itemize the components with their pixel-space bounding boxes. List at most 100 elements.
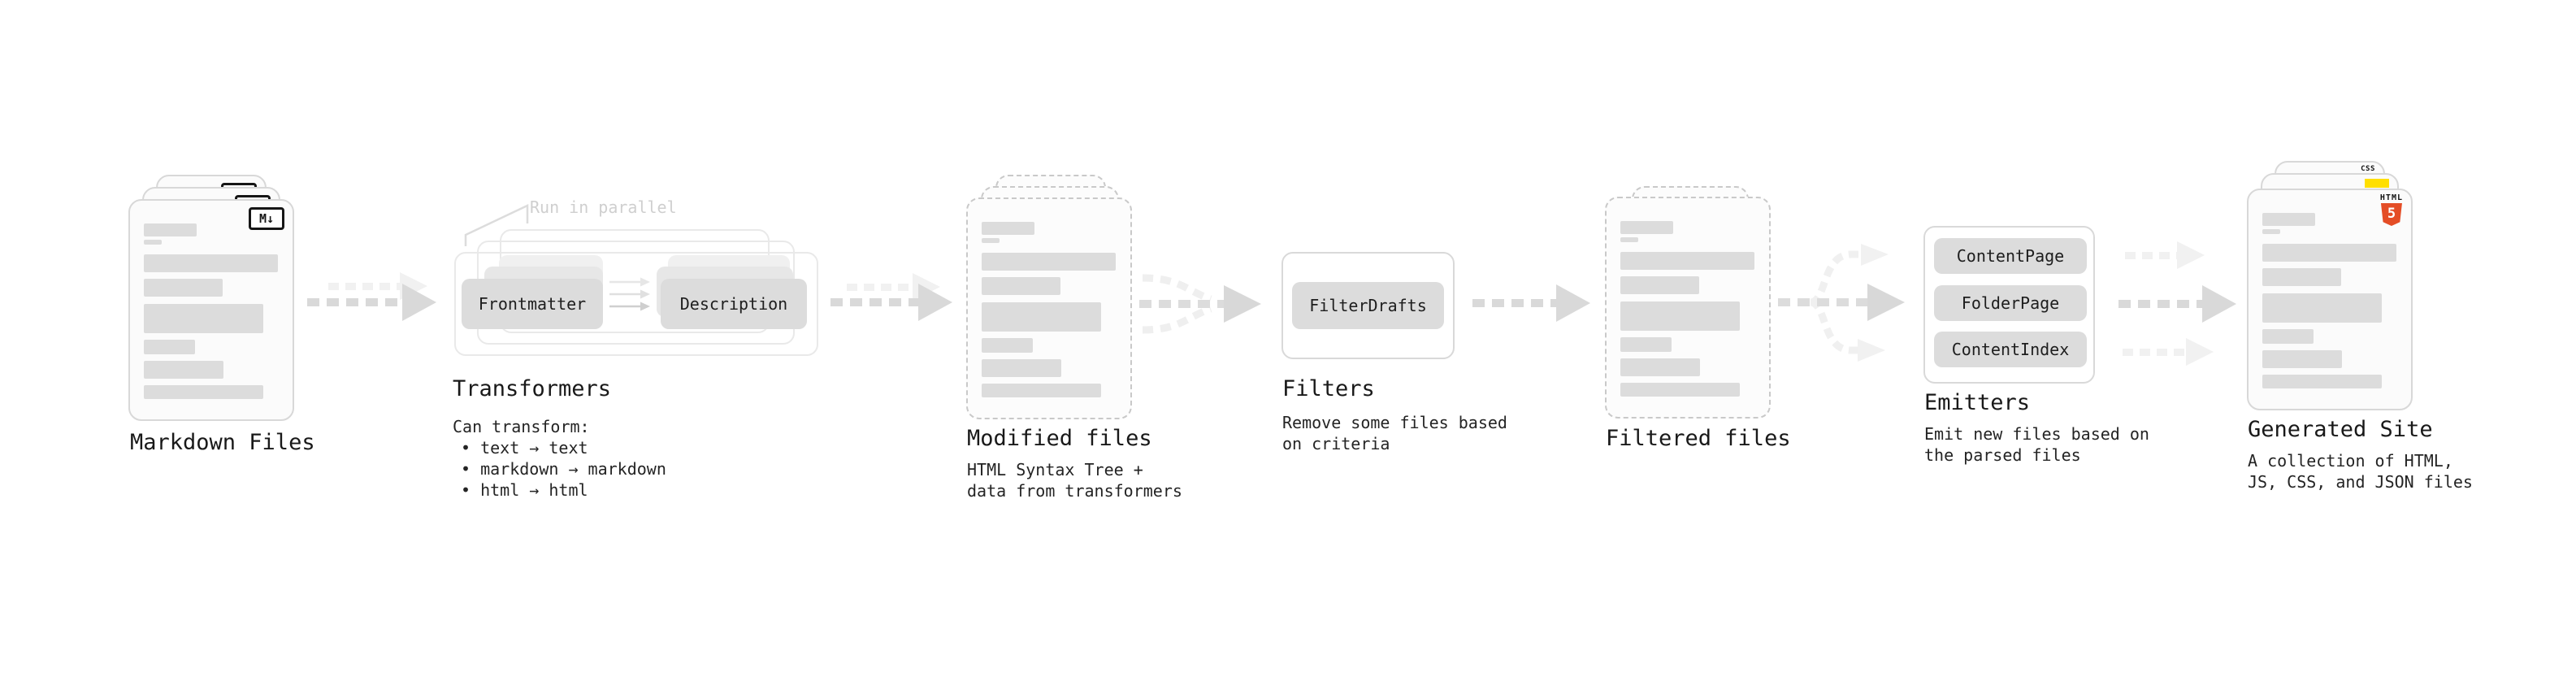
placeholder-bar <box>144 240 162 245</box>
run-in-parallel-label: Run in parallel <box>530 197 677 217</box>
arrow-markdown-to-transformers <box>307 284 436 321</box>
placeholder-bar <box>1620 237 1638 242</box>
placeholder-bar <box>1620 337 1672 352</box>
markdown-files-title: Markdown Files <box>130 430 315 455</box>
placeholder-bar <box>2262 268 2341 286</box>
placeholder-bar <box>2262 375 2382 388</box>
placeholder-bar <box>144 385 263 399</box>
contentpage-pill: ContentPage <box>1934 238 2087 274</box>
modified-files-subtitle: HTML Syntax Tree + data from transformer… <box>967 459 1182 501</box>
dashed-line <box>2125 251 2177 259</box>
transformers-title: Transformers <box>453 376 612 401</box>
placeholder-bar <box>982 359 1061 377</box>
arrowhead-icon <box>2202 285 2236 323</box>
arrowhead-icon <box>1556 284 1590 322</box>
placeholder-bar <box>1620 383 1740 397</box>
filterdrafts-pill: FilterDrafts <box>1292 282 1444 329</box>
subtitle-line: HTML Syntax Tree + <box>967 460 1143 479</box>
placeholder-bar <box>144 279 223 297</box>
bullet-item: • markdown → markdown <box>461 459 666 479</box>
can-transform-heading: Can transform: <box>453 417 590 436</box>
arrowhead-icon <box>1224 285 1261 323</box>
javascript-icon <box>2365 179 2389 188</box>
transform-arrow-icon <box>609 277 650 287</box>
frontmatter-pill: Frontmatter <box>462 279 603 329</box>
placeholder-bar <box>982 302 1101 332</box>
folderpage-pill: FolderPage <box>1934 285 2087 321</box>
markdown-icon: M↓ <box>249 207 284 230</box>
placeholder-bar <box>144 304 263 333</box>
filters-subtitle: Remove some files based on criteria <box>1282 412 1507 454</box>
subtitle-line: data from transformers <box>967 481 1182 501</box>
markdown-file-card-front: M↓ <box>128 199 294 421</box>
arrow-modified-to-filters <box>1139 274 1261 334</box>
placeholder-bar <box>982 384 1101 397</box>
filtered-files-title: Filtered files <box>1606 426 1791 451</box>
subtitle-line: Emit new files based on <box>1924 424 2149 444</box>
dashed-line <box>847 283 913 291</box>
generated-site-title: Generated Site <box>2248 417 2433 442</box>
arrow-emitters-to-generated-top <box>2125 241 2205 269</box>
transformers-description: Can transform: • text → text • markdown … <box>453 416 666 501</box>
bullet-item: • text → text <box>461 438 588 458</box>
placeholder-bar <box>144 361 223 379</box>
dashed-line <box>307 298 402 306</box>
emitters-title: Emitters <box>1924 390 2031 415</box>
generated-site-subtitle: A collection of HTML, JS, CSS, and JSON … <box>2248 450 2473 492</box>
placeholder-bar <box>982 238 1000 243</box>
arrowhead-icon <box>1867 284 1905 321</box>
arrow-emitters-to-generated-bottom <box>2123 338 2214 366</box>
description-pill: Description <box>661 279 807 329</box>
html5-icon: HTML 5 <box>2380 194 2403 226</box>
arrowhead-icon <box>1861 244 1889 266</box>
subtitle-line: on criteria <box>1282 434 1390 453</box>
filters-title: Filters <box>1282 376 1375 401</box>
placeholder-bar <box>144 254 278 272</box>
placeholder-bar <box>2262 213 2315 226</box>
arrowhead-icon <box>2177 241 2205 269</box>
placeholder-bar <box>982 222 1034 235</box>
arrow-filters-to-filtered <box>1472 284 1590 322</box>
placeholder-bar <box>2262 244 2396 262</box>
dashed-line <box>328 282 400 290</box>
html5-icon-label: HTML <box>2379 193 2403 202</box>
emitters-subtitle: Emit new files based on the parsed files <box>1924 423 2149 466</box>
callout-line <box>464 204 529 246</box>
placeholder-bar <box>1620 276 1699 294</box>
dashed-line <box>830 298 918 306</box>
modified-file-card-front <box>966 197 1132 419</box>
dashed-line <box>2118 300 2202 308</box>
arrow-transformers-to-modified <box>830 284 952 321</box>
placeholder-bar <box>982 253 1116 271</box>
subtitle-line: JS, CSS, and JSON files <box>2248 472 2473 492</box>
placeholder-text-bars <box>2262 213 2396 388</box>
subtitle-line: A collection of HTML, <box>2248 451 2453 471</box>
placeholder-text-bars <box>982 222 1116 397</box>
transformer-box-front <box>454 252 818 356</box>
placeholder-bar <box>982 277 1060 295</box>
placeholder-bar <box>1620 221 1673 234</box>
dashed-line <box>2123 348 2186 356</box>
arrow-filtered-to-emitters <box>1778 244 1905 362</box>
arrowhead-icon <box>1858 339 1885 362</box>
placeholder-text-bars <box>144 223 278 399</box>
placeholder-bar <box>2262 293 2382 323</box>
arrowhead-icon <box>918 284 952 321</box>
placeholder-bar <box>1620 358 1700 376</box>
transform-arrow-icon <box>609 289 650 299</box>
placeholder-bar <box>982 338 1033 353</box>
dashed-line <box>1472 299 1556 307</box>
placeholder-text-bars <box>1620 221 1754 397</box>
modified-files-title: Modified files <box>967 426 1152 451</box>
placeholder-bar <box>2262 329 2314 344</box>
placeholder-bar <box>2262 229 2280 234</box>
placeholder-bar <box>1620 301 1740 331</box>
subtitle-line: Remove some files based <box>1282 413 1507 432</box>
bullet-item: • html → html <box>461 480 588 500</box>
subtitle-line: the parsed files <box>1924 445 2081 465</box>
css-icon-label: CSS <box>2361 165 2375 173</box>
placeholder-bar <box>1620 252 1754 270</box>
generated-file-card-front: HTML 5 <box>2247 189 2413 410</box>
transform-arrow-icon <box>609 301 650 311</box>
